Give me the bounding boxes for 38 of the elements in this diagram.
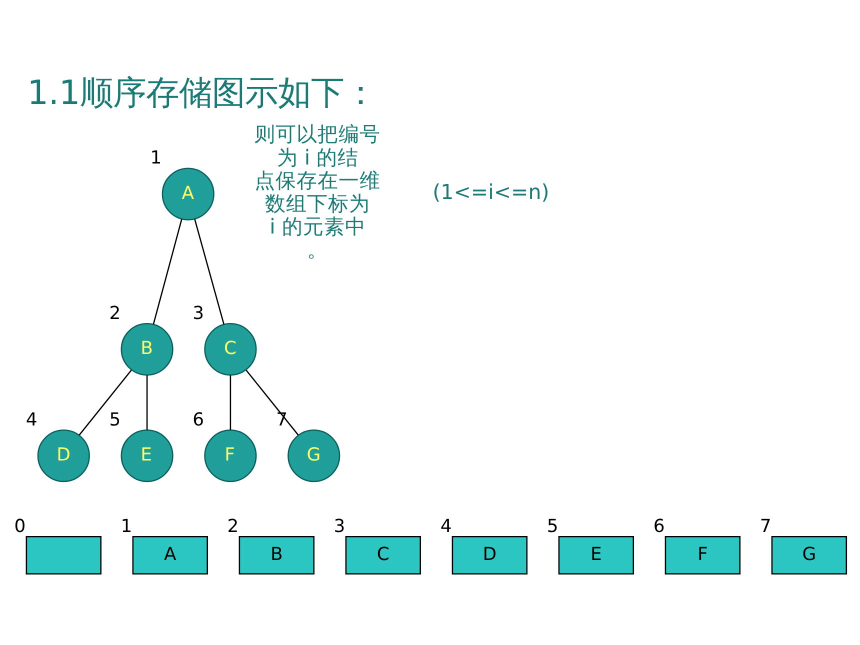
node-box [26,536,102,574]
node-box: A [132,536,208,574]
node-circle: C [204,322,257,376]
node-label: 7 [760,515,772,536]
node-label: 4 [440,515,452,536]
connector [246,369,299,435]
node-label: 5 [546,515,558,536]
node-label: 6 [192,408,204,430]
node-label: 1 [150,146,162,168]
node-circle: A [162,167,214,220]
node-label: 1 [120,515,132,536]
node-box: C [345,536,422,574]
node-label: 3 [192,302,204,324]
label: 则可以把编号为 i 的结点保存在一维数组下标为 i 的元素中。 [254,122,381,262]
node-circle: D [37,429,90,482]
node-box: E [558,536,634,574]
node-box: D [452,536,528,574]
connector [78,369,132,435]
node-circle: G [288,429,340,482]
node-box: B [238,536,315,574]
node-label: 3 [334,515,346,536]
connector [146,374,148,430]
node-label: 4 [26,408,38,430]
node-circle: F [204,429,257,482]
label: (1<=i<=n) [432,179,550,204]
node-label: 2 [227,515,239,536]
diagram-title: 1.1顺序存储图示如下： [27,72,378,112]
node-circle: E [120,429,174,482]
node-circle: B [120,322,174,376]
connector [194,218,224,324]
connector [230,374,232,430]
node-label: 6 [653,515,665,536]
node-label: 2 [109,302,121,324]
connector [152,218,182,324]
node-label: 5 [109,408,121,430]
node-label: 0 [14,515,26,536]
node-box: G [771,536,848,574]
node-box: F [664,536,741,574]
